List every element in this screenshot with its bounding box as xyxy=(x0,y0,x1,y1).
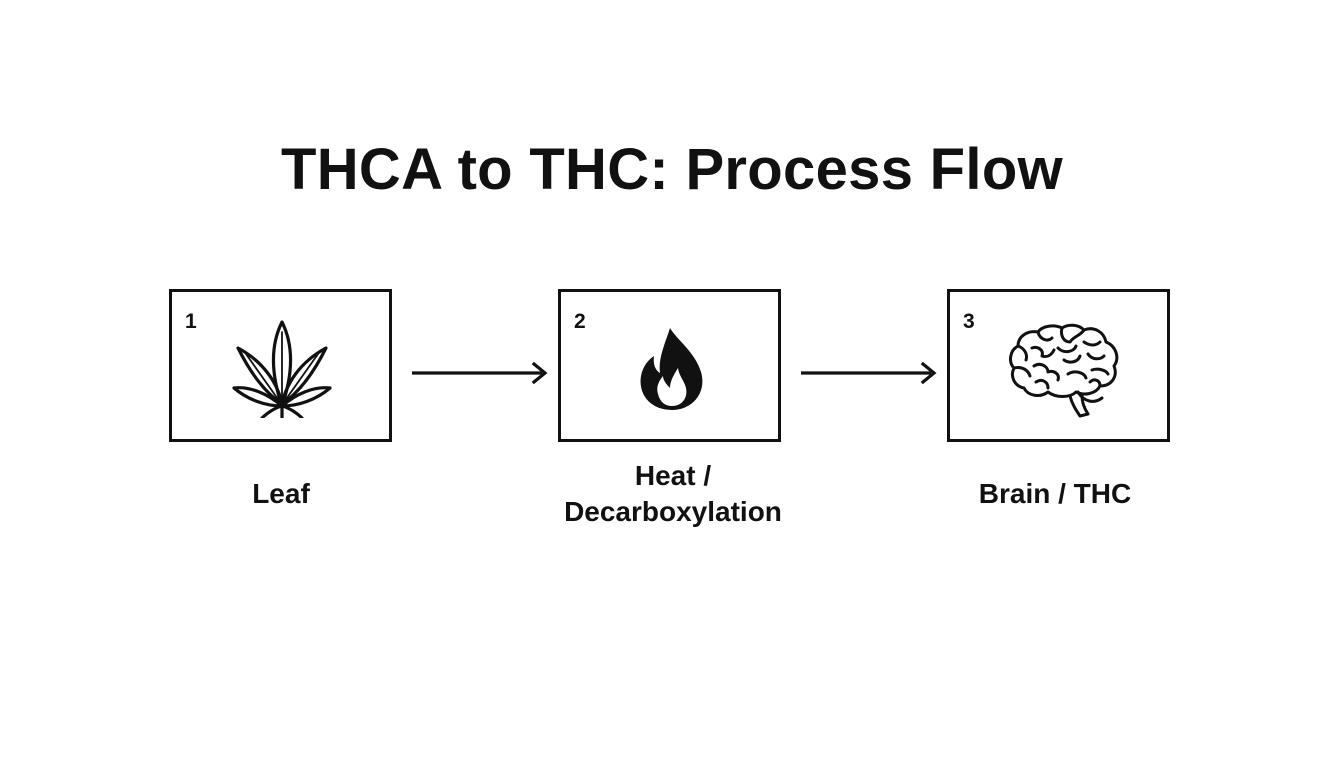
step-label-brain: Brain / THC xyxy=(978,478,1132,509)
step-box-brain: 3 xyxy=(947,289,1170,442)
diagram-title: THCA to THC: Process Flow xyxy=(281,137,1063,202)
step-box-heat: 2 xyxy=(558,289,781,442)
arrow-right-icon xyxy=(801,362,937,384)
arrow-right-icon xyxy=(412,362,548,384)
step-box-leaf: 1 xyxy=(169,289,392,442)
step-number: 1 xyxy=(185,310,197,333)
step-number: 3 xyxy=(963,310,975,333)
cannabis-leaf-icon xyxy=(232,320,332,418)
flame-icon xyxy=(640,328,703,410)
brain-icon xyxy=(1009,323,1119,418)
step-number: 2 xyxy=(574,310,586,333)
step-label-leaf: Leaf xyxy=(252,478,310,509)
step-label-heat: Heat / Decarboxylation xyxy=(564,460,782,527)
